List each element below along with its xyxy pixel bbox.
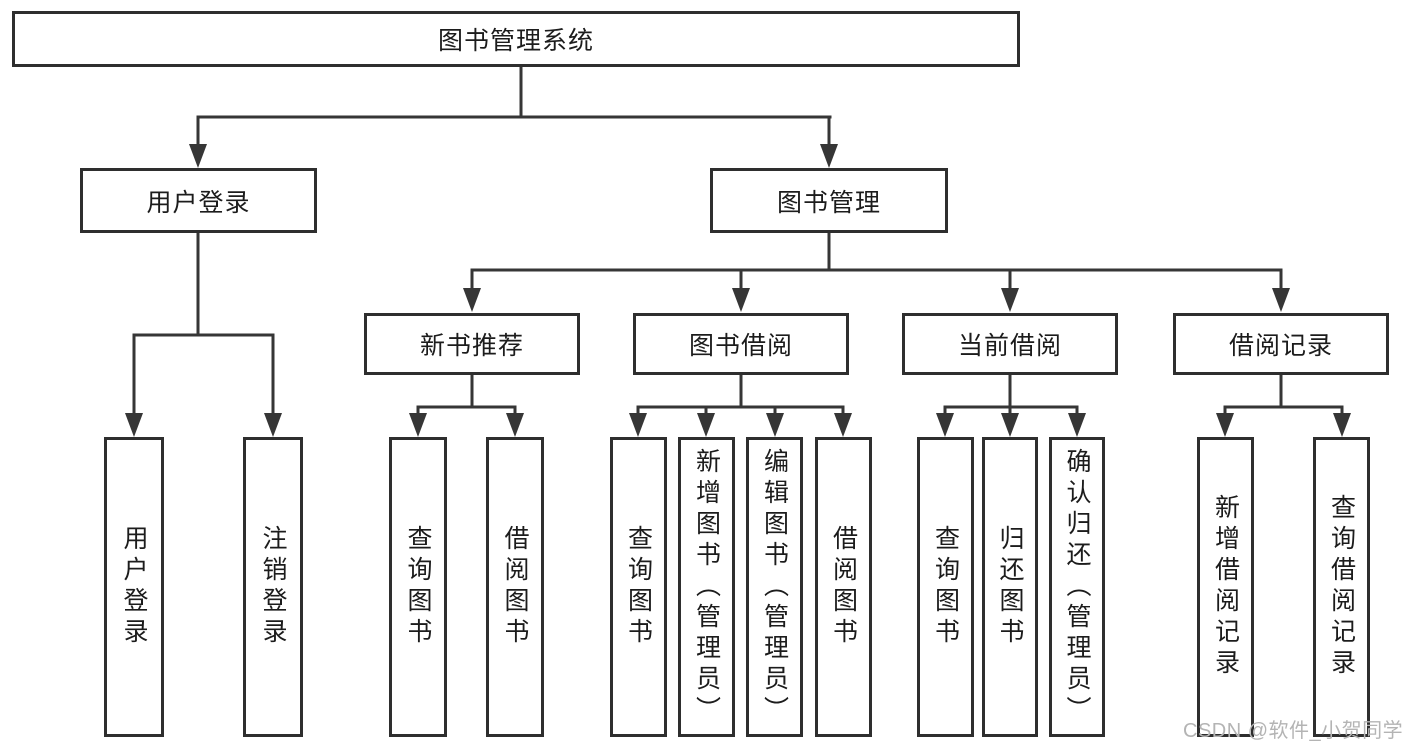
node-book-management: 图书管理	[710, 168, 948, 233]
leaf-borrow-books-recommend: 借阅图书	[486, 437, 544, 737]
leaf-add-book-admin: 新增图书（管理员）	[678, 437, 735, 737]
node-user-login: 用户登录	[80, 168, 317, 233]
leaf-add-borrow-record: 新增借阅记录	[1197, 437, 1254, 737]
leaf-query-books-recommend: 查询图书	[389, 437, 447, 737]
leaf-confirm-return-admin: 确认归还（管理员）	[1049, 437, 1105, 737]
leaf-query-borrow-record: 查询借阅记录	[1313, 437, 1370, 737]
csdn-watermark: CSDN @软件_小贺同学	[1183, 720, 1404, 742]
node-book-borrow: 图书借阅	[633, 313, 849, 375]
node-borrow-records: 借阅记录	[1173, 313, 1389, 375]
leaf-return-books: 归还图书	[982, 437, 1038, 737]
leaf-borrow-books: 借阅图书	[815, 437, 872, 737]
leaf-query-books-borrow: 查询图书	[610, 437, 667, 737]
leaf-logout-login: 注销登录	[243, 437, 303, 737]
node-current-borrow: 当前借阅	[902, 313, 1118, 375]
leaf-user-login: 用户登录	[104, 437, 164, 737]
node-library-management-system: 图书管理系统	[12, 11, 1020, 67]
leaf-query-books-current: 查询图书	[917, 437, 974, 737]
node-new-book-recommend: 新书推荐	[364, 313, 580, 375]
leaf-edit-book-admin: 编辑图书（管理员）	[746, 437, 803, 737]
